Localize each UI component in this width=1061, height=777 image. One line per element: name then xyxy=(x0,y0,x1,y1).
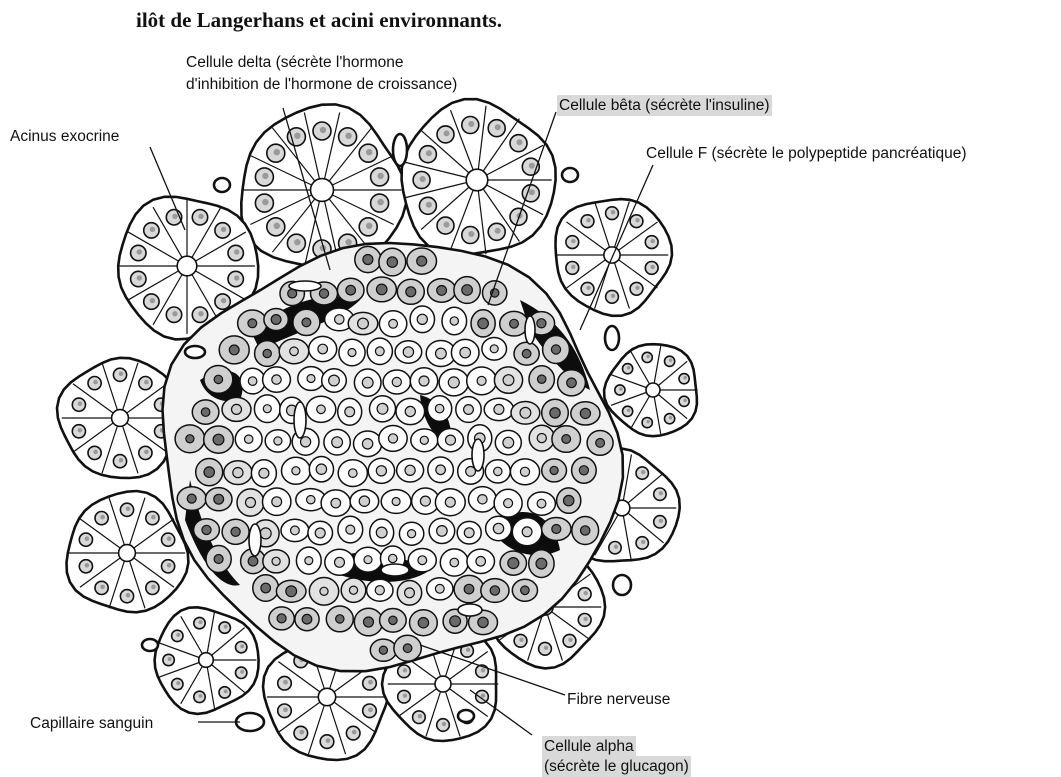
label-f-cell: Cellule F (sécrète le polypeptide pancré… xyxy=(646,143,967,164)
label-alpha-line2: (sécrète le glucagon) xyxy=(542,756,691,777)
blood-capillary xyxy=(142,639,158,651)
blood-capillary xyxy=(185,346,205,358)
capillary-slit xyxy=(458,604,482,616)
label-beta-cell: Cellule bêta (sécrète l'insuline) xyxy=(557,95,772,116)
capillary-slit xyxy=(249,524,261,556)
acinus-exocrine xyxy=(57,358,179,478)
label-delta-line1: Cellule delta (sécrète l'hormone xyxy=(186,52,403,73)
acinus-exocrine xyxy=(556,199,673,316)
acinus-exocrine xyxy=(604,344,698,436)
label-delta-line2: d'inhibition de l'hormone de croissance) xyxy=(186,74,457,95)
label-acinus: Acinus exocrine xyxy=(10,126,119,147)
blood-capillary xyxy=(214,178,230,192)
acinus-exocrine xyxy=(67,491,189,612)
capillary-slit xyxy=(381,564,409,576)
blood-capillary xyxy=(613,575,631,595)
capillary-slit xyxy=(525,316,535,344)
capillary-slit xyxy=(294,402,306,438)
capillary-slit xyxy=(289,281,321,291)
acinus-exocrine xyxy=(155,607,259,714)
blood-capillary xyxy=(562,168,578,182)
islet-group xyxy=(163,243,623,671)
capillary-slit xyxy=(472,439,484,471)
blood-capillary xyxy=(605,326,619,350)
label-alpha-line1: Cellule alpha xyxy=(542,736,636,757)
label-nerve-fiber: Fibre nerveuse xyxy=(567,689,670,710)
islet-outline xyxy=(163,243,623,671)
blood-capillary xyxy=(236,713,264,731)
blood-capillary xyxy=(393,134,407,166)
blood-capillary xyxy=(458,710,474,722)
label-capillary: Capillaire sanguin xyxy=(30,713,153,734)
